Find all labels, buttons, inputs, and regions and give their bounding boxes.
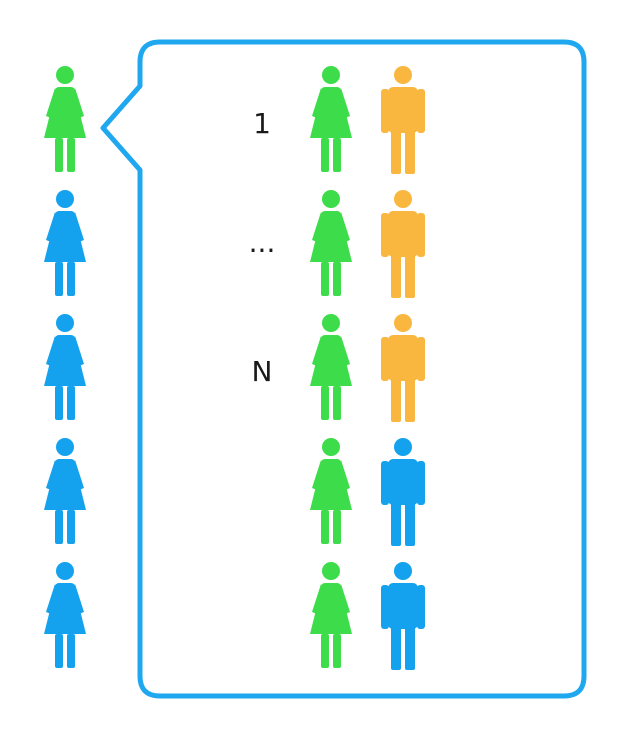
person-female-icon bbox=[44, 562, 86, 668]
person-female-icon bbox=[44, 190, 86, 296]
callout-pairs bbox=[310, 66, 425, 670]
row-label-ellipsis: ... bbox=[249, 226, 276, 259]
left-column bbox=[44, 66, 86, 668]
pair-female-icon bbox=[310, 190, 352, 296]
pair-male-icon bbox=[381, 190, 425, 298]
callout-frame bbox=[100, 39, 587, 699]
pair-male-icon bbox=[381, 314, 425, 422]
pair-female-icon bbox=[310, 66, 352, 172]
pair-female-icon bbox=[310, 438, 352, 544]
pair-male-icon bbox=[381, 438, 425, 546]
row-labels: 1 ... N bbox=[249, 107, 276, 388]
pair-female-icon bbox=[310, 314, 352, 420]
person-female-icon bbox=[44, 438, 86, 544]
pair-male-icon bbox=[381, 66, 425, 174]
row-label-n: N bbox=[252, 355, 273, 388]
row-label-1: 1 bbox=[253, 107, 271, 140]
person-female-icon bbox=[44, 66, 86, 172]
pair-male-icon bbox=[381, 562, 425, 670]
person-female-icon bbox=[44, 314, 86, 420]
pair-female-icon bbox=[310, 562, 352, 668]
